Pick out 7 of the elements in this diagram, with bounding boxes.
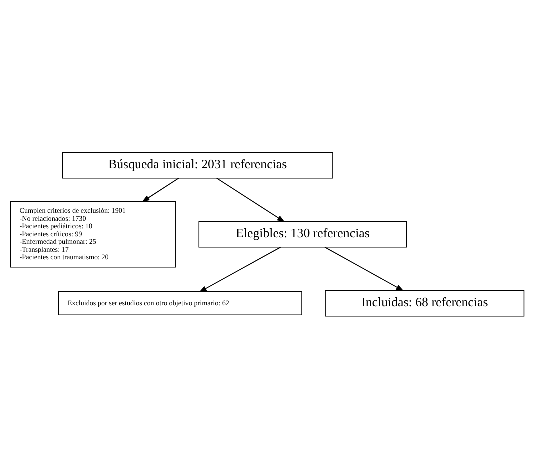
node-box: Búsqueda inicial: 2031 referencias	[62, 152, 334, 179]
node-box: Incluidas: 68 referencias	[325, 290, 525, 317]
arrow	[142, 178, 180, 202]
arrow	[216, 178, 286, 222]
arrow	[199, 246, 282, 293]
arrow	[324, 246, 404, 292]
node-box: Elegibles: 130 referencias	[198, 221, 408, 248]
